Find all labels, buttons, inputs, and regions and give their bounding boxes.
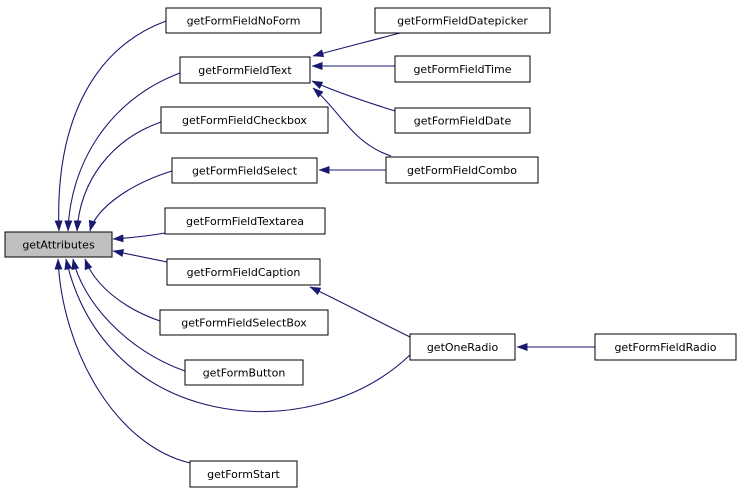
node-box-getFormFieldText[interactable] [179, 56, 311, 84]
node-box-getFormFieldDate[interactable] [394, 107, 531, 134]
node-box-getFormFieldNoForm[interactable] [165, 7, 322, 34]
node-getFormFieldTextarea[interactable]: getFormFieldTextarea [164, 207, 326, 235]
edge-getFormFieldSelect-to-getAttributes [88, 170, 173, 232]
node-label-getFormFieldDatepicker: getFormFieldDatepicker [397, 15, 528, 28]
node-label-getFormFieldDate: getFormFieldDate [414, 115, 512, 128]
node-label-getFormFieldSelectBox: getFormFieldSelectBox [181, 317, 307, 330]
node-label-getFormFieldTime: getFormFieldTime [413, 63, 511, 76]
node-getFormFieldNoForm[interactable]: getFormFieldNoForm [165, 7, 322, 34]
node-box-getFormButton[interactable] [184, 359, 304, 386]
node-getFormFieldSelect[interactable]: getFormFieldSelect [171, 157, 318, 184]
edge-getFormFieldDatepicker-to-getFormFieldText [312, 32, 401, 58]
node-label-getFormStart: getFormStart [207, 468, 280, 481]
node-getFormButton[interactable]: getFormButton [184, 359, 304, 386]
edge-getFormFieldCombo-to-getFormFieldText [312, 87, 392, 157]
node-label-getFormFieldTextarea: getFormFieldTextarea [186, 215, 304, 228]
node-box-getFormFieldCombo[interactable] [385, 156, 539, 184]
node-getFormFieldCheckbox[interactable]: getFormFieldCheckbox [160, 106, 329, 134]
edges-layer [54, 20, 596, 464]
node-box-getFormFieldRadio[interactable] [594, 333, 737, 361]
node-getFormFieldCaption[interactable]: getFormFieldCaption [166, 258, 321, 286]
node-label-getFormFieldSelect: getFormFieldSelect [192, 165, 298, 178]
node-box-getFormFieldSelect[interactable] [171, 157, 318, 184]
node-label-getFormFieldText: getFormFieldText [198, 64, 292, 77]
node-box-getFormFieldSelectBox[interactable] [159, 309, 329, 336]
node-label-getAttributes: getAttributes [22, 239, 95, 252]
edge-getOneRadio-to-getFormFieldCaption [309, 286, 411, 338]
edge-getFormFieldTextarea-to-getAttributes [112, 232, 166, 243]
edge-getFormStart-to-getAttributes [54, 258, 191, 464]
node-label-getFormFieldCombo: getFormFieldCombo [407, 164, 517, 177]
node-label-getFormFieldNoForm: getFormFieldNoForm [187, 15, 301, 28]
node-getFormFieldCombo[interactable]: getFormFieldCombo [385, 156, 539, 184]
node-box-getFormFieldCheckbox[interactable] [160, 106, 329, 134]
edge-getFormFieldCheckbox-to-getAttributes [73, 121, 162, 232]
node-box-getFormFieldTime[interactable] [394, 55, 531, 83]
node-box-getOneRadio[interactable] [409, 333, 516, 361]
node-box-getAttributes[interactable] [4, 231, 113, 258]
node-getFormFieldText[interactable]: getFormFieldText [179, 56, 311, 84]
node-getOneRadio[interactable]: getOneRadio [409, 333, 516, 361]
node-getFormFieldTime[interactable]: getFormFieldTime [394, 55, 531, 83]
node-label-getFormFieldCheckbox: getFormFieldCheckbox [182, 114, 307, 127]
edge-getFormFieldDate-to-getFormFieldText [311, 80, 396, 112]
edge-getFormFieldText-to-getAttributes [64, 72, 181, 232]
node-box-getFormFieldTextarea[interactable] [164, 207, 326, 235]
node-label-getFormFieldRadio: getFormFieldRadio [614, 341, 716, 354]
edge-getFormFieldCaption-to-getAttributes [112, 249, 168, 263]
node-box-getFormFieldDatepicker[interactable] [374, 7, 551, 34]
node-box-getFormFieldCaption[interactable] [166, 258, 321, 286]
node-getFormStart[interactable]: getFormStart [189, 460, 298, 488]
node-getFormFieldDate[interactable]: getFormFieldDate [394, 107, 531, 134]
edge-getFormFieldNoForm-to-getAttributes [54, 20, 167, 232]
node-getFormFieldDatepicker[interactable]: getFormFieldDatepicker [374, 7, 551, 34]
node-getFormFieldSelectBox[interactable]: getFormFieldSelectBox [159, 309, 329, 336]
node-label-getOneRadio: getOneRadio [427, 341, 499, 354]
node-getFormFieldRadio[interactable]: getFormFieldRadio [594, 333, 737, 361]
node-label-getFormFieldCaption: getFormFieldCaption [187, 266, 301, 279]
edge-getFormFieldSelectBox-to-getAttributes [84, 258, 161, 322]
node-box-getFormStart[interactable] [189, 460, 298, 488]
edge-getFormButton-to-getAttributes [71, 258, 186, 372]
nodes-layer: getAttributes getFormFieldNoForm getFormFi… [4, 7, 737, 488]
node-getAttributes[interactable]: getAttributes [4, 231, 113, 258]
node-label-getFormButton: getFormButton [203, 367, 286, 380]
edge-getOneRadio-to-getAttributes [64, 258, 411, 413]
